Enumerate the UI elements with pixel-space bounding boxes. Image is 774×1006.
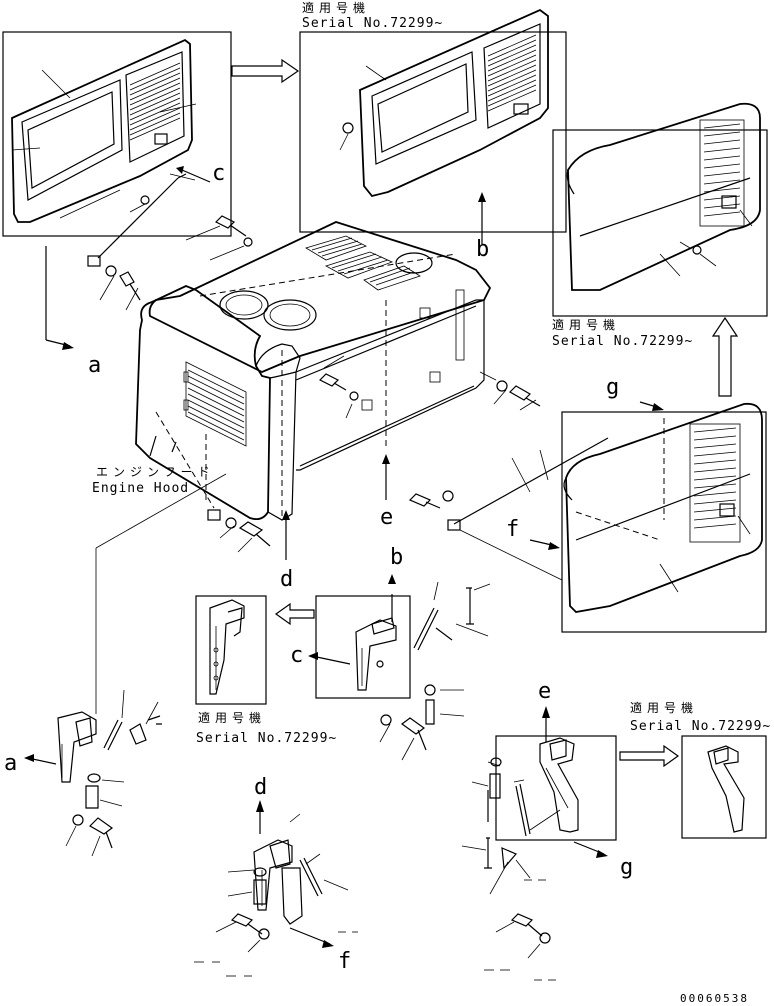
serial-jp-label: 適用号機 [198,710,266,725]
ref-letter-d: d [280,567,293,592]
right-side-panel-old [561,402,767,633]
latch-detail-e [461,706,767,959]
serial-no-label: Serial No.72299~ [552,334,693,349]
note-dashes [194,879,556,981]
ref-letter-c: c [290,643,303,668]
right-side-panel-new: 適用号機 Serial No.72299~ [552,102,768,349]
left-door-panel-old [2,31,232,237]
engine-hood [135,221,492,521]
ref-letter-f: f [506,517,519,542]
arrow-up-icon [711,316,739,397]
ref-letter-a: a [4,751,17,776]
engine-hood-en-label: Engine Hood [92,481,189,496]
serial-jp-label: 適用号機 [552,317,620,332]
latch-detail-b: 適用号機 Serial No.72299~ [195,574,491,761]
serial-no-label: Serial No.72299~ [302,16,443,31]
ref-letter-e: e [538,679,551,704]
serial-jp-label: 適用号機 [302,0,370,15]
ref-letter-e: e [380,505,393,530]
arrow-right-icon [231,58,300,84]
left-door-panel-new: 適用号機 Serial No.72299~ [299,0,567,233]
ref-letter-c: c [212,161,225,186]
hood-hardware [45,166,664,714]
ref-letter-b: b [390,545,403,570]
serial-no-label: Serial No.72299~ [196,731,337,746]
drawing-code: 00060538 [680,992,749,1005]
serial-jp-label: 適用号機 [630,700,698,715]
ref-letter-d: d [254,775,267,800]
ref-letter-a: a [88,353,101,378]
ref-letter-g: g [620,855,633,880]
serial-no-label: Serial No.72299~ [630,719,771,734]
ref-letter-b: b [476,237,489,262]
latch-detail-d [215,800,349,953]
latch-detail-a [24,689,162,857]
ref-letter-f: f [338,949,351,974]
ref-letter-g: g [606,375,619,400]
engine-hood-jp-label: エンジンフード [96,465,215,479]
